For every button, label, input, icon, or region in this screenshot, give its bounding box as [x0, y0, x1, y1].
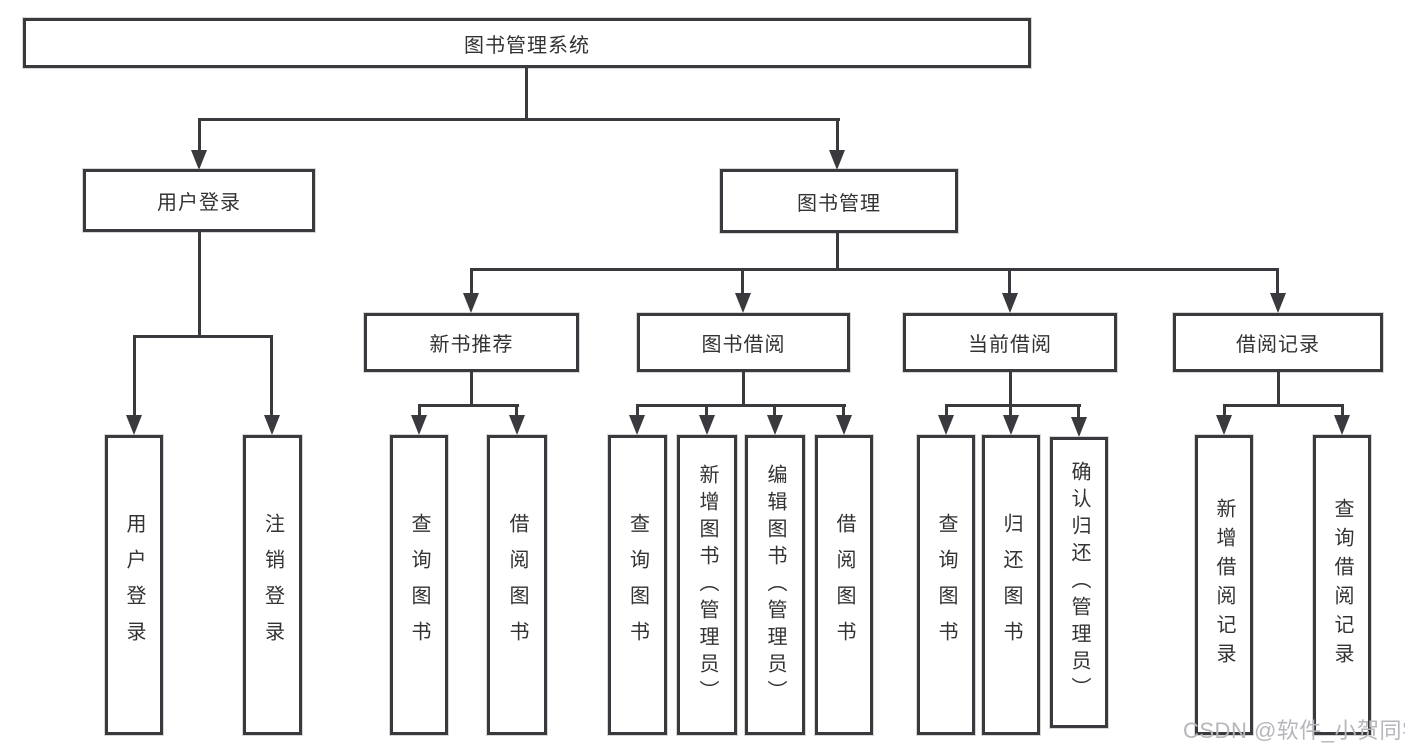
- arrow-down-icon: [1216, 415, 1232, 435]
- connector-line: [1223, 404, 1344, 407]
- arrow-down-icon: [509, 415, 525, 435]
- connector-line: [418, 406, 421, 416]
- connector-line: [741, 270, 744, 294]
- node-new-book-recommend: 新书推荐: [364, 313, 579, 372]
- leaf-query-books-recommend: 查询图书: [390, 435, 448, 735]
- node-current-borrowing: 当前借阅: [903, 313, 1117, 372]
- leaf-add-borrow-record: 新增借阅记录: [1195, 435, 1253, 735]
- connector-line: [270, 337, 273, 415]
- leaf-edit-book-admin: 编辑图书（管理员）: [745, 435, 805, 735]
- node-book-management: 图书管理: [720, 169, 958, 233]
- connector-line: [1008, 270, 1011, 294]
- arrow-down-icon: [126, 415, 142, 435]
- leaf-user-login: 用户登录: [105, 435, 163, 735]
- arrow-down-icon: [463, 293, 479, 313]
- node-library-management-system: 图书管理系统: [23, 18, 1031, 68]
- connector-line: [945, 404, 1081, 407]
- connector-line: [842, 406, 845, 416]
- connector-line: [133, 337, 136, 415]
- arrow-down-icon: [1071, 417, 1087, 437]
- arrow-down-icon: [1002, 293, 1018, 313]
- arrow-down-icon: [1003, 415, 1019, 435]
- connector-line: [773, 406, 776, 416]
- arrow-down-icon: [829, 150, 845, 170]
- leaf-borrow-books-recommend: 借阅图书: [487, 435, 547, 735]
- node-borrow-records: 借阅记录: [1173, 313, 1383, 372]
- arrow-down-icon: [191, 150, 207, 170]
- connector-line: [705, 406, 708, 416]
- arrow-down-icon: [836, 415, 852, 435]
- leaf-query-borrow-record: 查询借阅记录: [1313, 435, 1371, 735]
- connector-line: [1077, 406, 1080, 418]
- connector-line: [1277, 372, 1280, 406]
- node-user-login: 用户登录: [83, 169, 315, 232]
- connector-line: [1276, 270, 1279, 294]
- connector-line: [1341, 406, 1344, 416]
- arrow-down-icon: [1270, 293, 1286, 313]
- leaf-confirm-return-admin: 确认归还（管理员）: [1050, 437, 1108, 728]
- leaf-return-book: 归还图书: [982, 435, 1040, 735]
- connector-line: [525, 68, 528, 121]
- connector-line: [1223, 406, 1226, 416]
- leaf-borrow-books-borrowing: 借阅图书: [815, 435, 873, 735]
- connector-line: [470, 270, 473, 294]
- arrow-down-icon: [767, 415, 783, 435]
- leaf-add-book-admin: 新增图书（管理员）: [677, 435, 737, 735]
- node-book-borrowing: 图书借阅: [637, 313, 850, 372]
- connector-line: [133, 335, 273, 338]
- connector-line: [636, 404, 846, 407]
- connector-line: [470, 268, 1279, 271]
- arrow-down-icon: [1334, 415, 1350, 435]
- connector-line: [198, 118, 840, 121]
- leaf-query-books-current: 查询图书: [917, 435, 975, 735]
- connector-line: [1009, 372, 1012, 406]
- connector-line: [198, 120, 201, 151]
- connector-line: [742, 372, 745, 406]
- arrow-down-icon: [629, 415, 645, 435]
- leaf-logout-login: 注销登录: [243, 435, 302, 735]
- watermark-text: CSDN @软件_小贺同学: [1183, 718, 1405, 743]
- connector-line: [636, 406, 639, 416]
- connector-line: [945, 406, 948, 416]
- arrow-down-icon: [699, 415, 715, 435]
- arrow-down-icon: [735, 293, 751, 313]
- arrow-down-icon: [411, 415, 427, 435]
- connector-line: [836, 233, 839, 271]
- connector-line: [836, 120, 839, 151]
- arrow-down-icon: [264, 415, 280, 435]
- connector-line: [418, 404, 519, 407]
- leaf-query-books-borrowing: 查询图书: [608, 435, 667, 735]
- connector-line: [515, 406, 518, 416]
- arrow-down-icon: [938, 415, 954, 435]
- connector-line: [1009, 406, 1012, 416]
- connector-line: [198, 232, 201, 338]
- connector-line: [470, 372, 473, 406]
